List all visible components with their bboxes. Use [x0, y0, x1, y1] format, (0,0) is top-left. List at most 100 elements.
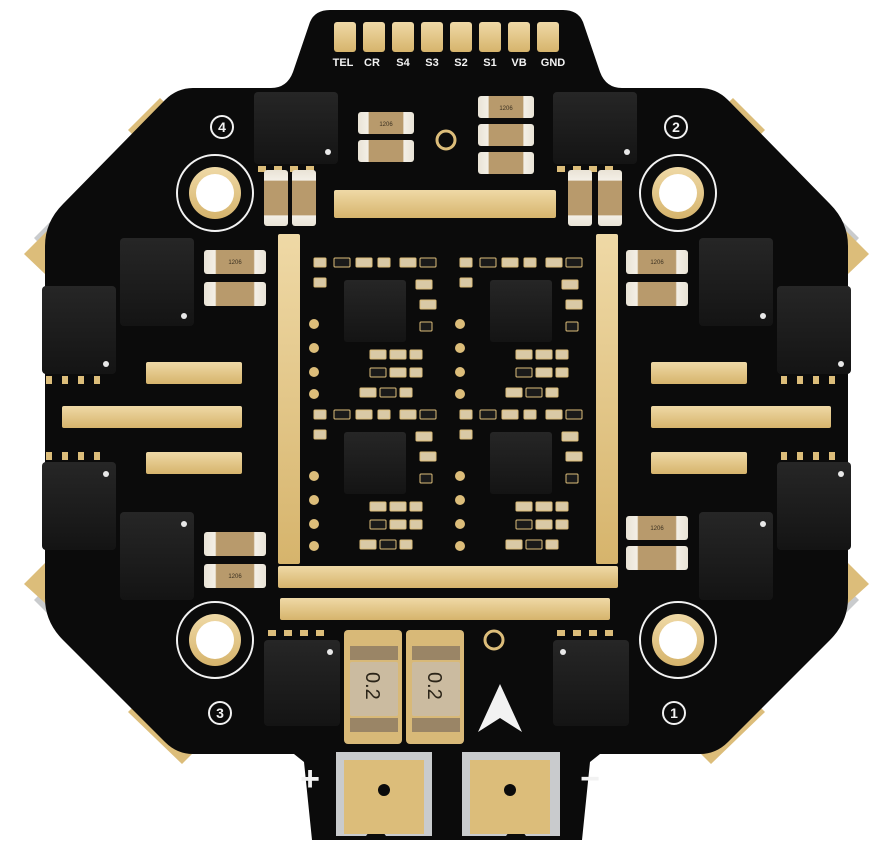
smd-passive — [565, 299, 583, 310]
driver-chips — [344, 280, 552, 494]
test-pad — [455, 389, 465, 399]
smd-passive — [333, 257, 351, 268]
smd-passive — [369, 349, 387, 360]
test-pad — [455, 541, 465, 551]
smd-passive — [515, 519, 533, 530]
smd-passive — [459, 277, 473, 288]
smd-passive — [409, 349, 423, 360]
smd-passive — [515, 349, 533, 360]
mosfet-pin-pads — [46, 166, 835, 636]
pin-label-vb: VB — [511, 57, 526, 69]
smd-passive — [505, 387, 523, 398]
test-pad — [455, 367, 465, 377]
smd-passive — [545, 539, 559, 550]
svg-text:1206: 1206 — [499, 106, 513, 112]
pin-label-gnd: GND — [541, 57, 566, 69]
smd-passive — [369, 501, 387, 512]
test-pad — [309, 389, 319, 399]
smd-passive — [409, 519, 423, 530]
signal-header-labels: TEL CR S4 S3 S2 S1 VB GND — [333, 57, 566, 69]
smd-passive — [313, 409, 327, 420]
smd-passive — [399, 387, 413, 398]
smd-passive — [419, 451, 437, 462]
smd-passive — [377, 257, 391, 268]
smd-passive — [565, 409, 583, 420]
battery-pads — [336, 752, 560, 836]
smd-passive — [535, 367, 553, 378]
smd-passive — [525, 387, 543, 398]
signal-header-pins — [334, 22, 559, 52]
smd-passive — [479, 409, 497, 420]
smd-passive — [523, 409, 537, 420]
smd-passive — [525, 539, 543, 550]
smd-passive — [555, 349, 569, 360]
smd-passive — [479, 257, 497, 268]
smd-passive — [419, 321, 433, 332]
test-pad — [309, 343, 319, 353]
test-pad — [309, 519, 319, 529]
smd-passive — [379, 539, 397, 550]
smd-passive — [355, 257, 373, 268]
smd-passive — [535, 519, 553, 530]
vias — [435, 129, 505, 651]
test-pad — [309, 541, 319, 551]
pin-label-cr: CR — [364, 57, 380, 69]
svg-text:1206: 1206 — [379, 122, 393, 128]
pin-label-tel: TEL — [333, 57, 354, 69]
pin-label-s2: S2 — [454, 57, 467, 69]
smd-passive — [459, 257, 473, 268]
motor-number-1: 1 — [670, 705, 678, 721]
smd-passive — [389, 501, 407, 512]
svg-text:1206: 1206 — [650, 260, 664, 266]
smd-passive — [399, 539, 413, 550]
motor-number-3: 3 — [216, 705, 224, 721]
smd-passive — [359, 539, 377, 550]
test-pad — [309, 471, 319, 481]
smd-passive — [389, 519, 407, 530]
smd-passive — [565, 473, 579, 484]
smd-passive — [555, 367, 569, 378]
smd-passive — [501, 409, 519, 420]
test-pad — [455, 495, 465, 505]
smd-passive — [565, 451, 583, 462]
smd-passive — [545, 387, 559, 398]
mosfet-packages — [42, 92, 851, 726]
smd-passive — [555, 501, 569, 512]
test-pad — [309, 495, 319, 505]
smd-passive — [545, 257, 563, 268]
smd-passive — [523, 257, 537, 268]
smd-passive — [313, 429, 327, 440]
smd-passive — [419, 299, 437, 310]
power-traces — [62, 190, 831, 620]
motor-number-2: 2 — [672, 119, 680, 135]
smd-passive — [369, 519, 387, 530]
mosfet-pin1-dots — [103, 149, 844, 655]
smd-passive — [379, 387, 397, 398]
test-pad — [455, 519, 465, 529]
smd-passive — [535, 349, 553, 360]
motor-number-4: 4 — [218, 119, 226, 135]
mounting-holes — [176, 154, 717, 679]
smd-passive — [515, 367, 533, 378]
smd-passive — [515, 501, 533, 512]
smd-passive — [555, 519, 569, 530]
pcb-outline — [45, 10, 848, 840]
smd-passive — [377, 409, 391, 420]
smd-passive — [399, 409, 417, 420]
test-pad — [309, 319, 319, 329]
smd-passive — [313, 277, 327, 288]
smd-passive — [415, 431, 433, 442]
smd-passive — [561, 279, 579, 290]
pin-label-s3: S3 — [425, 57, 438, 69]
smd-passive — [545, 409, 563, 420]
smd-passive — [565, 321, 579, 332]
smd-passive — [419, 409, 437, 420]
smd-passive — [419, 257, 437, 268]
smd-passive — [409, 367, 423, 378]
smd-passive — [415, 279, 433, 290]
shunt-label-left: 0.2 — [361, 672, 383, 700]
negative-terminal-label: − — [580, 760, 600, 798]
pin-label-s1: S1 — [483, 57, 496, 69]
test-pad — [455, 343, 465, 353]
